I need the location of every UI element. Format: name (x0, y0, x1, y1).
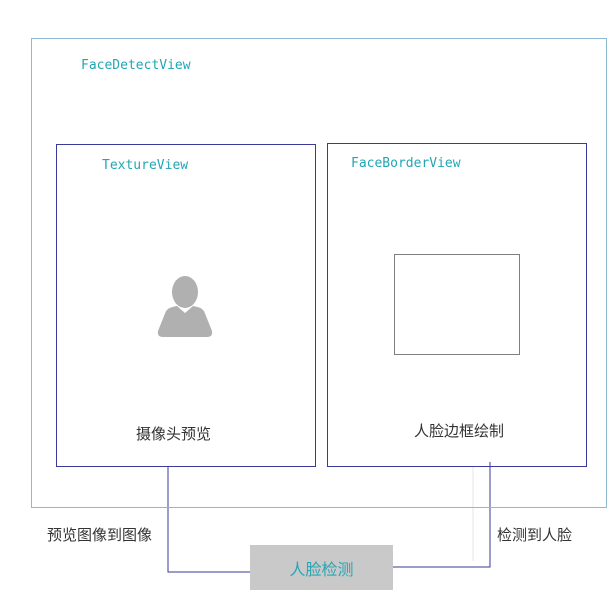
face-rectangle (394, 254, 520, 355)
preview-to-image-label: 预览图像到图像 (47, 526, 153, 544)
connector-preview-to-detect (167, 466, 250, 573)
face-border-view-label: FaceBorderView (351, 156, 461, 171)
face-detect-view-label: FaceDetectView (81, 58, 191, 73)
face-border-caption: 人脸边框绘制 (414, 422, 505, 440)
face-detection-node[interactable]: 人脸检测 (250, 545, 393, 590)
texture-view-label: TextureView (102, 158, 189, 173)
face-detected-label: 检测到人脸 (497, 526, 573, 544)
face-detection-label: 人脸检测 (289, 559, 354, 579)
connector-detect-to-border (393, 462, 491, 568)
person-silhouette-icon (157, 276, 213, 337)
face-border-view-box (327, 143, 587, 467)
texture-view-box (56, 144, 316, 467)
face-detect-view-box (31, 38, 607, 508)
camera-preview-caption: 摄像头预览 (136, 425, 212, 443)
